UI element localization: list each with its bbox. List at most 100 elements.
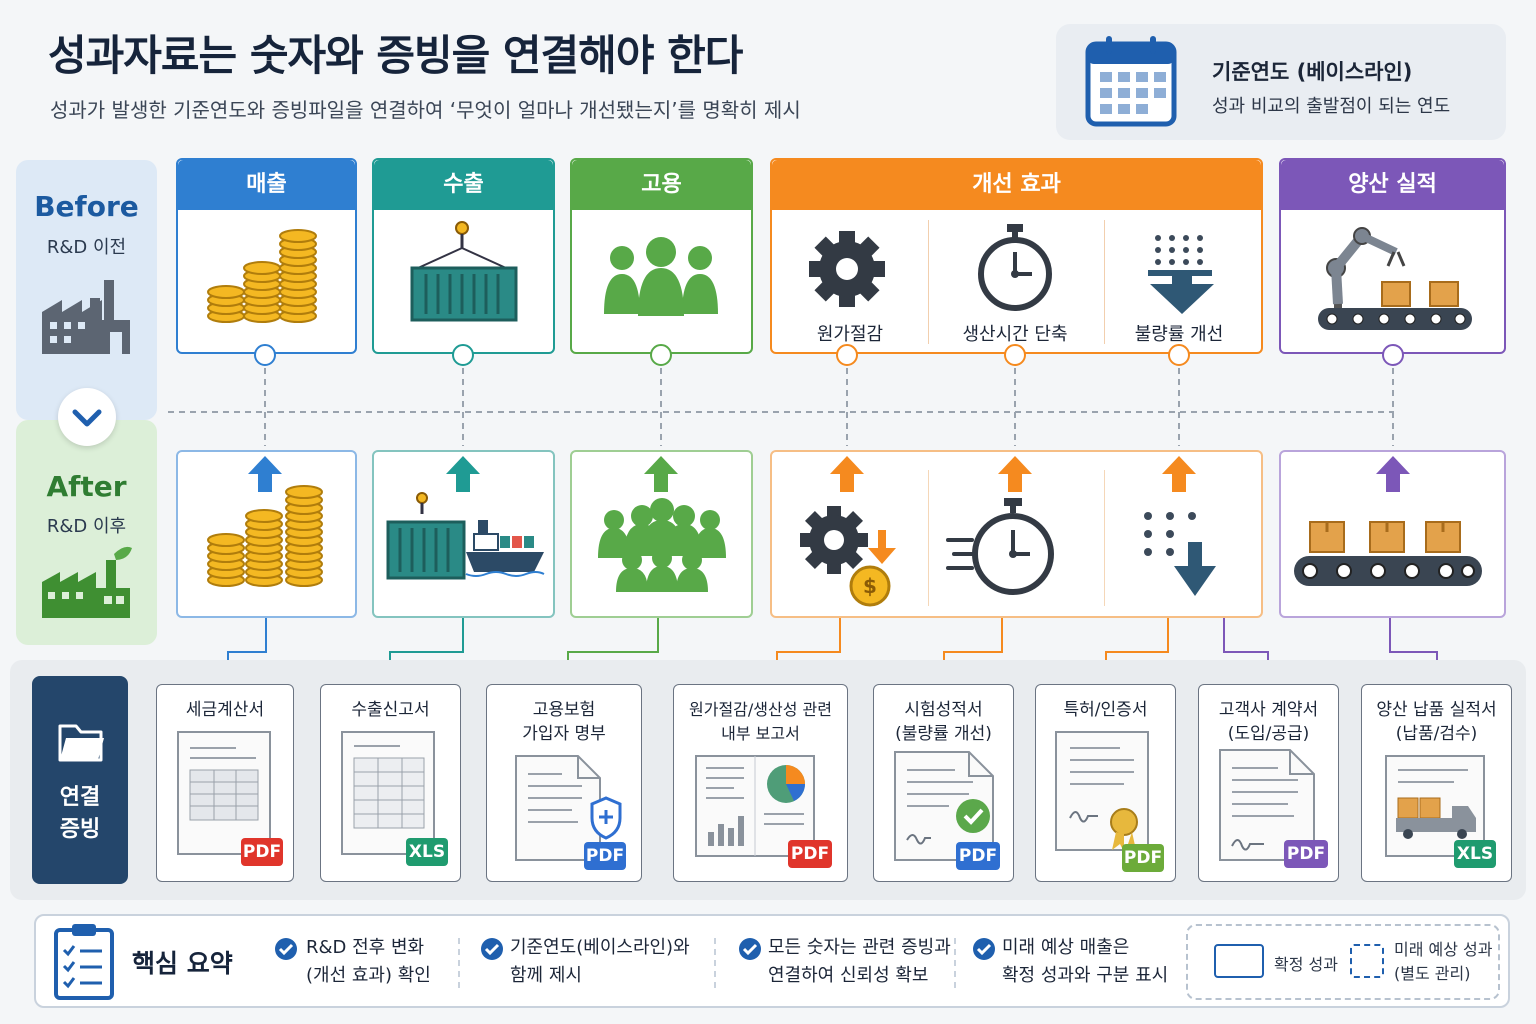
spreadsheet-icon (341, 731, 435, 855)
before-panel (16, 160, 157, 420)
document-icon (177, 731, 271, 855)
before-subtitle: R&D 이전 (46, 237, 127, 258)
container-icon (410, 221, 518, 322)
after-title: After (46, 470, 127, 503)
svg-text:$: $ (863, 574, 877, 598)
delivery-record-icon (1385, 755, 1485, 857)
evidence-sidebar (32, 676, 128, 884)
divider (928, 470, 929, 606)
arrow-up-icon (644, 456, 678, 492)
file-type-badge: PDF (584, 842, 626, 870)
legend-future-label: 미래 예상 성과(별도 관리) (1394, 940, 1493, 983)
dashed-connectors (168, 368, 1394, 446)
arrow-up-icon (248, 456, 282, 492)
before-after-toggle[interactable] (58, 388, 116, 446)
conveyor-icon (1294, 521, 1482, 586)
check-icon (739, 938, 761, 960)
contract-icon (1219, 749, 1315, 861)
legend-confirmed-swatch (1214, 944, 1264, 978)
report-icon (695, 755, 815, 857)
stopwatch-icon (946, 498, 1054, 595)
file-type-badge: PDF (1284, 840, 1328, 868)
sub-label-defect: 불량률 개선 (1134, 324, 1224, 345)
divider (458, 938, 460, 988)
coins-icon (207, 229, 317, 323)
divider (928, 220, 929, 344)
test-report-icon (894, 751, 994, 861)
card-employment-before: 고용 (570, 158, 753, 354)
file-type-badge: XLS (406, 838, 448, 866)
page-subtitle: 성과가 발생한 기준연도와 증빙파일을 연결하여 ‘무엇이 얼마나 개선됐는지’… (50, 98, 801, 122)
file-type-badge: PDF (788, 840, 832, 868)
connector-node (1382, 344, 1404, 366)
doc-title: 수출신고서 (351, 700, 430, 720)
doc-title: 시험성적서(불량률 개선) (895, 700, 992, 744)
arrow-up-icon (446, 456, 480, 492)
legend-confirmed-label: 확정 성과 (1274, 955, 1338, 974)
card-sales-before: 매출 (176, 158, 357, 354)
page-title: 성과자료는 숫자와 증빙을 연결해야 한다 (48, 31, 743, 80)
chevron-down-icon (72, 409, 102, 427)
divider (1104, 470, 1105, 606)
people-icon (604, 237, 718, 316)
file-type-badge: PDF (956, 842, 1000, 870)
file-type-badge: PDF (241, 838, 283, 866)
insurance-document-icon (515, 755, 622, 861)
doc-title: 양산 납품 실적서(납품/검수) (1376, 700, 1497, 744)
after-subtitle: R&D 이후 (46, 516, 127, 537)
connector-node (254, 344, 276, 366)
folder-icon (58, 724, 104, 762)
arrow-up-icon (830, 456, 864, 492)
category-header-employment: 고용 (572, 160, 751, 210)
baseline-desc: 성과 비교의 출발점이 되는 연도 (1212, 96, 1451, 117)
arrow-up-icon (998, 456, 1032, 492)
coins-icon (207, 485, 323, 587)
before-title: Before (34, 190, 139, 223)
clipboard-icon (54, 924, 114, 1000)
arrow-up-icon (1376, 456, 1410, 492)
connector-node (452, 344, 474, 366)
category-header-sales: 매출 (178, 160, 355, 210)
check-icon (275, 938, 297, 960)
category-header-export: 수출 (374, 160, 553, 210)
container-icon (386, 492, 466, 580)
connector-node (836, 344, 858, 366)
file-type-badge: PDF (1122, 844, 1164, 872)
evidence-label: 연결 증빙 (59, 785, 101, 842)
baseline-title: 기준연도 (베이스라인) (1212, 60, 1413, 84)
connector-node (650, 344, 672, 366)
divider (714, 938, 716, 988)
sub-label-time: 생산시간 단축 (962, 324, 1068, 345)
ship-icon (465, 520, 545, 577)
file-type-badge: XLS (1454, 840, 1496, 868)
connector-node (1004, 344, 1026, 366)
divider (954, 938, 956, 988)
defect-down-icon (1144, 512, 1216, 596)
people-icon (598, 498, 726, 592)
sub-label-cost: 원가절감 (816, 324, 884, 345)
gear-cost-down-icon: $ (800, 506, 896, 607)
summary-item: R&D 전후 변화(개선 효과) 확인 (306, 937, 431, 986)
check-icon (973, 938, 995, 960)
card-mass-production-before: 양산 실적 (1279, 158, 1506, 354)
doc-title: 세금계산서 (185, 700, 265, 720)
arrow-up-icon (1162, 456, 1196, 492)
stopwatch-icon (978, 224, 1052, 311)
doc-title: 특허/인증서 (1063, 700, 1148, 720)
connector-node (1168, 344, 1190, 366)
category-header-improvement: 개선 효과 (772, 160, 1261, 210)
divider (1104, 220, 1105, 344)
defect-down-icon (1148, 235, 1214, 314)
green-factory-icon (42, 546, 132, 618)
category-header-mass-production: 양산 실적 (1281, 160, 1504, 210)
robot-arm-icon (1318, 227, 1472, 330)
calendar-icon (1085, 36, 1177, 127)
certificate-icon (1055, 731, 1149, 852)
factory-icon (42, 280, 130, 354)
legend-future-swatch (1350, 944, 1384, 978)
